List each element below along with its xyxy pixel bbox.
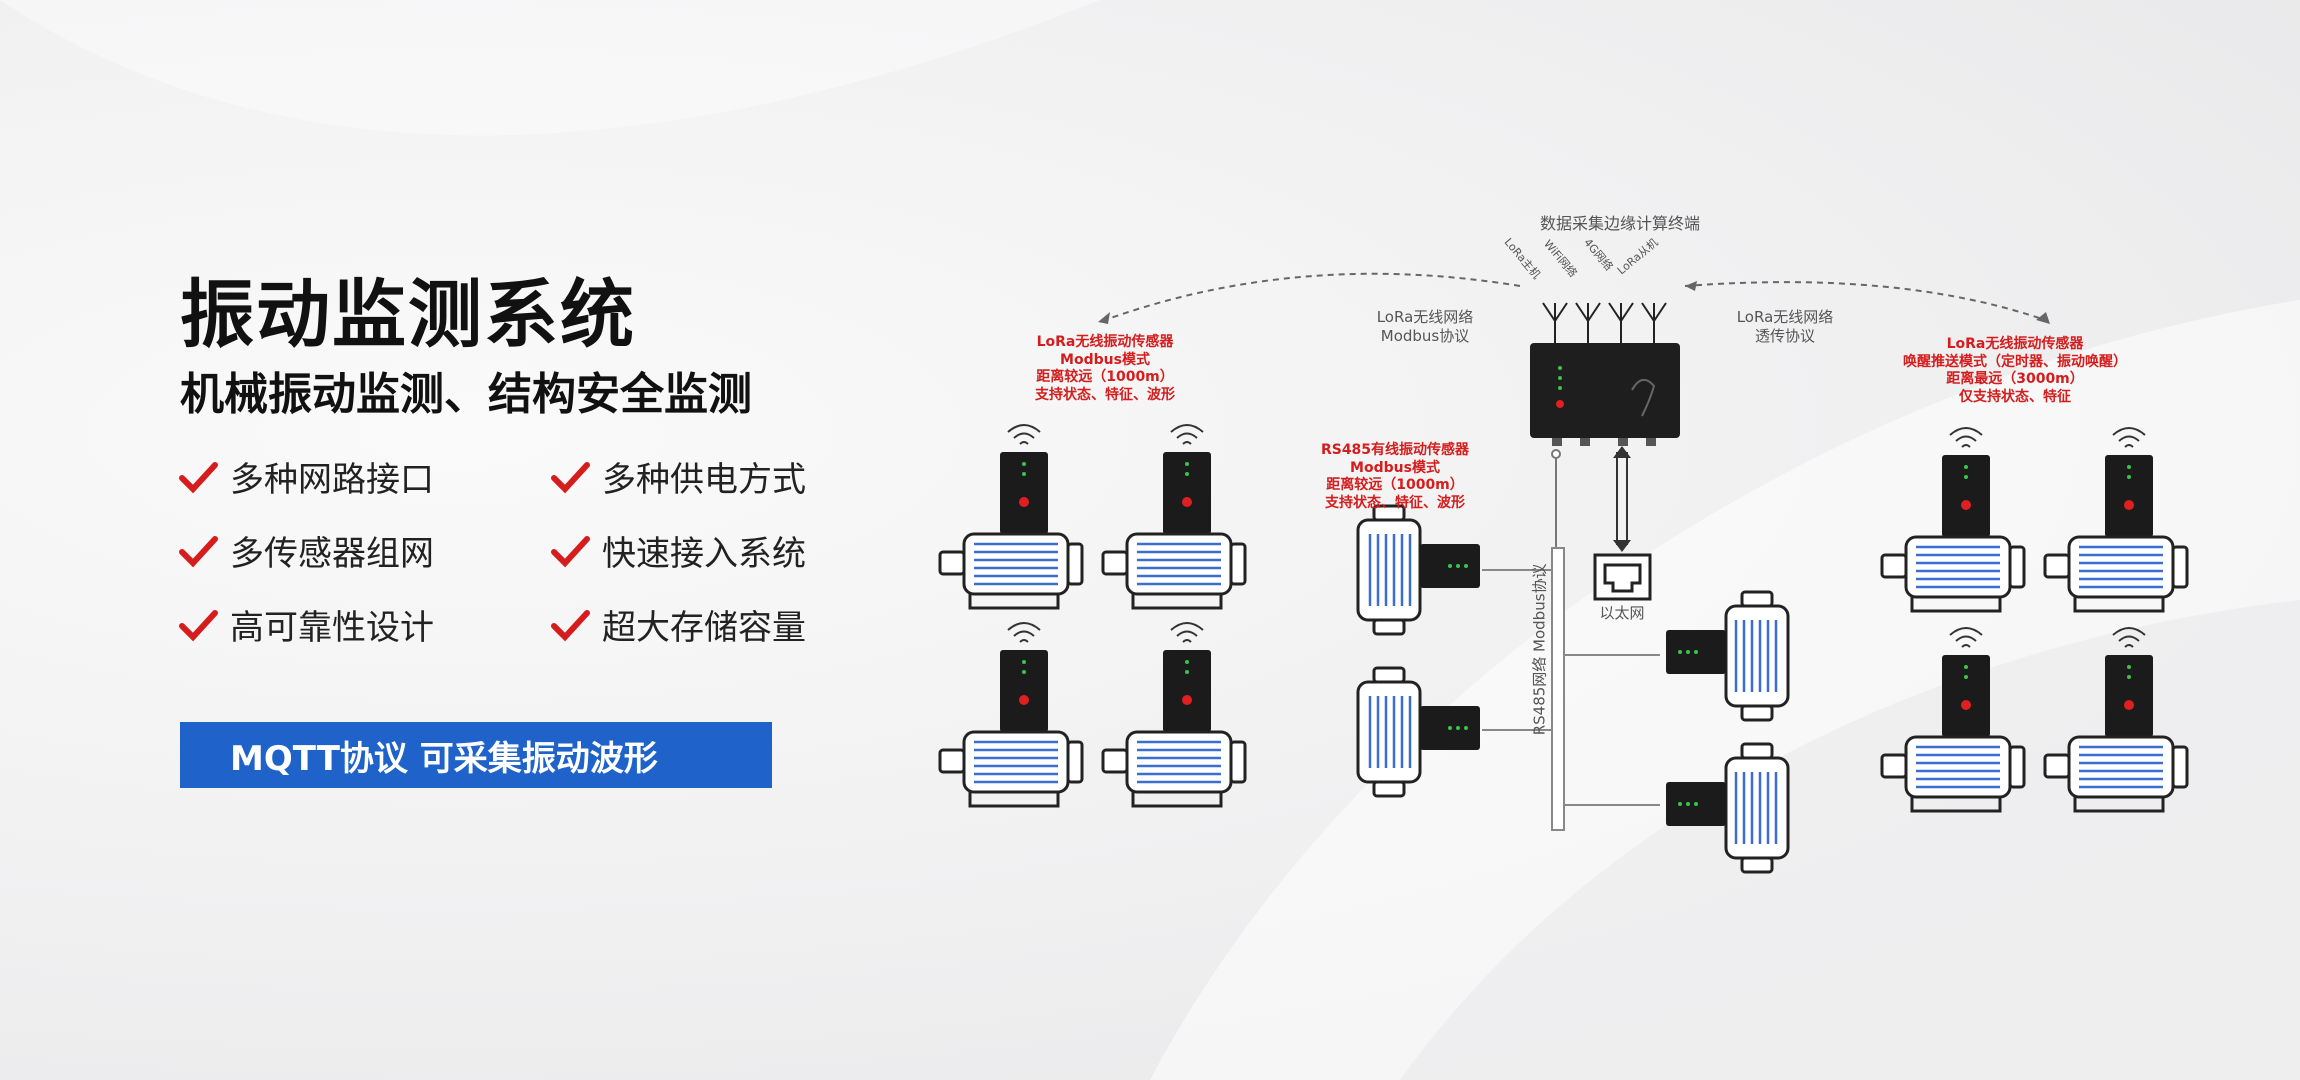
feature-label: 多传感器组网 [230,534,434,574]
feature-item: 多种供电方式 [550,452,806,501]
wireless-sensor-motor [1101,648,1247,808]
wired-sensor-motor [1664,742,1790,874]
feature-label: 高可靠性设计 [230,608,434,648]
page-subtitle: 机械振动监测、结构安全监测 [180,369,752,420]
gateway-title: 数据采集边缘计算终端 [1539,214,1700,233]
check-icon [179,609,218,641]
feature-label: 多种网路接口 [230,460,434,500]
feature-label: 超大存储容量 [602,608,806,648]
wifi-icon [2112,427,2146,448]
wifi-icon [1949,427,1983,448]
ethernet-label: 以太网 [1599,604,1645,622]
wifi-icon [1007,622,1041,643]
wired-sensor-motor [1356,666,1482,798]
antenna-icon [1575,302,1601,344]
feature-item: 超大存储容量 [550,600,806,649]
check-icon [179,535,218,567]
wireless-sensor-motor [1880,653,2026,813]
antenna-icon [1608,302,1634,344]
check-icon [179,461,218,493]
feature-item: 高可靠性设计 [178,600,434,649]
ethernet-link [1613,446,1631,552]
check-icon [551,461,590,493]
wifi-icon [1007,424,1041,445]
wireless-sensor-motor [938,648,1084,808]
feature-item: 快速接入系统 [550,526,806,575]
lora-link-right [1684,281,2046,321]
wired-sensor-motor [1664,590,1790,722]
wireless-sensor-motor [1101,450,1247,610]
wireless-sensor-motor [2043,453,2189,613]
right-group-caption: LoRa无线振动传感器唤醒推送模式（定时器、振动唤醒） 距离最远（3000m）仅… [1903,336,2127,405]
page-title: 振动监测系统 [180,272,636,358]
wifi-icon [2112,627,2146,648]
right-link-label: LoRa无线网络透传协议 [1736,308,1834,345]
wireless-sensor-motor [2043,653,2189,813]
feature-item: 多种网路接口 [178,452,434,501]
feature-item: 多传感器组网 [178,526,434,575]
check-icon [551,609,590,641]
feature-label: 多种供电方式 [602,460,806,500]
wifi-icon [1170,622,1204,643]
wireless-sensor-motor [938,450,1084,610]
antenna-icon [1641,302,1667,344]
wifi-icon [1949,627,1983,648]
gateway-device [1530,343,1680,446]
ethernet-port-icon [1593,553,1652,601]
check-icon [551,535,590,567]
lora-link-left [1104,272,1521,321]
rs485-bus-label: RS485网络 Modbus协议 [1530,563,1549,736]
feature-label: 快速接入系统 [602,534,806,574]
rs485-bus [1482,449,1660,831]
mqtt-banner-button[interactable]: MQTT协议 可采集振动波形 [180,722,772,788]
wireless-sensor-motor [1880,453,2026,613]
wifi-icon [1170,424,1204,445]
antenna-icon [1542,302,1568,344]
wired-sensor-motor [1356,504,1482,636]
